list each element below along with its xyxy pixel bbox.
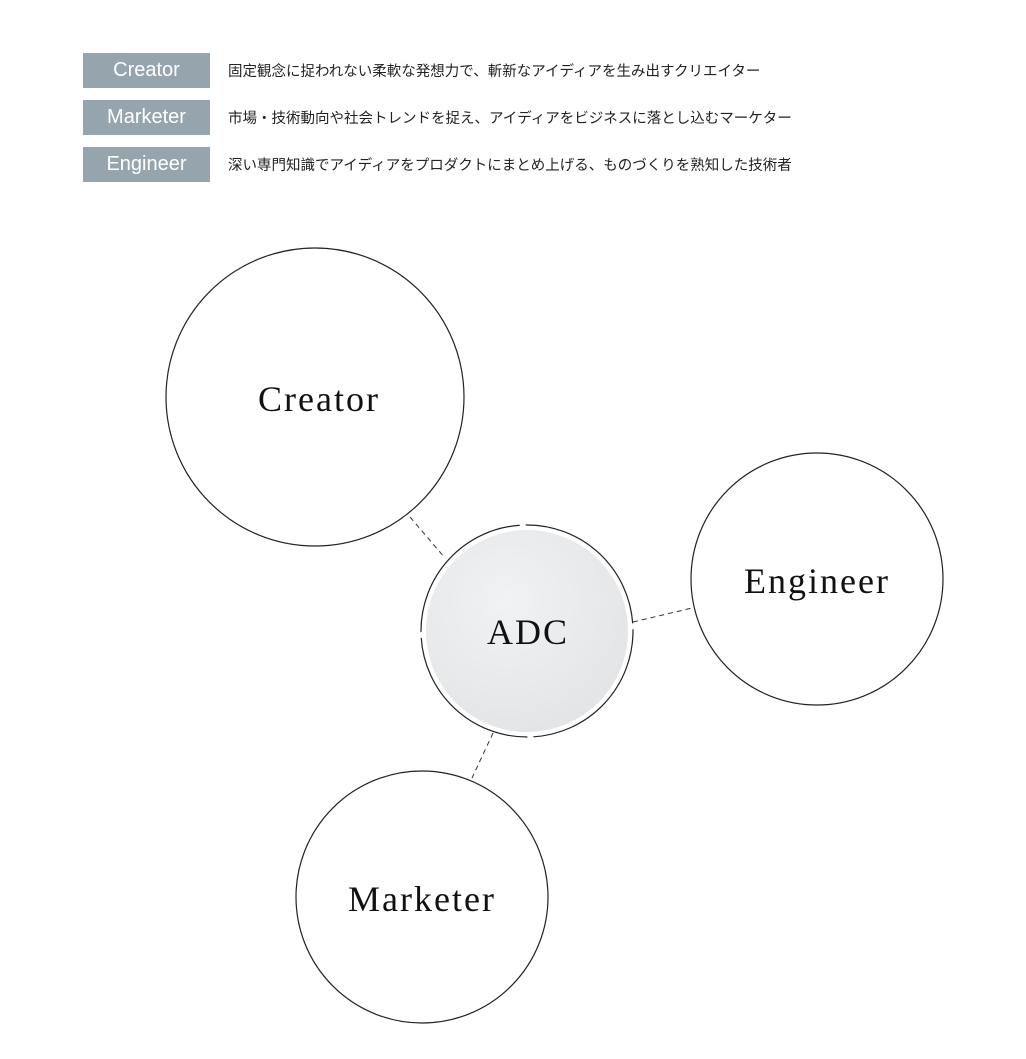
legend-engineer: Engineer 深い専門知識でアイディアをプロダクトにまとめ上げる、ものづくり…	[83, 147, 792, 182]
legend-marketer: Marketer 市場・技術動向や社会トレンドを捉え、アイディアをビジネスに落と…	[83, 100, 792, 135]
engineer-label: Engineer	[744, 561, 890, 601]
legend-creator: Creator 固定観念に捉われない柔軟な発想力で、斬新なアイディアを生み出すク…	[83, 53, 760, 88]
engineer-description: 深い専門知識でアイディアをプロダクトにまとめ上げる、ものづくりを熟知した技術者	[228, 158, 792, 174]
creator-label: Creator	[258, 379, 380, 419]
marketer-tag: Marketer	[83, 100, 210, 135]
connector-marketer	[471, 732, 494, 779]
marketer-label: Marketer	[348, 879, 496, 919]
engineer-tag: Engineer	[83, 147, 210, 182]
engineer-circle	[690, 452, 944, 706]
connector-creator	[409, 516, 446, 559]
connector-engineer	[632, 607, 693, 623]
creator-circle	[165, 247, 465, 547]
adc-label: ADC	[487, 612, 569, 652]
marketer-description: 市場・技術動向や社会トレンドを捉え、アイディアをビジネスに落とし込むマーケター	[228, 111, 792, 127]
adc-circle	[426, 530, 628, 732]
creator-description: 固定観念に捉われない柔軟な発想力で、斬新なアイディアを生み出すクリエイター	[228, 64, 761, 80]
creator-tag: Creator	[83, 53, 210, 88]
marketer-circle	[295, 770, 549, 1024]
